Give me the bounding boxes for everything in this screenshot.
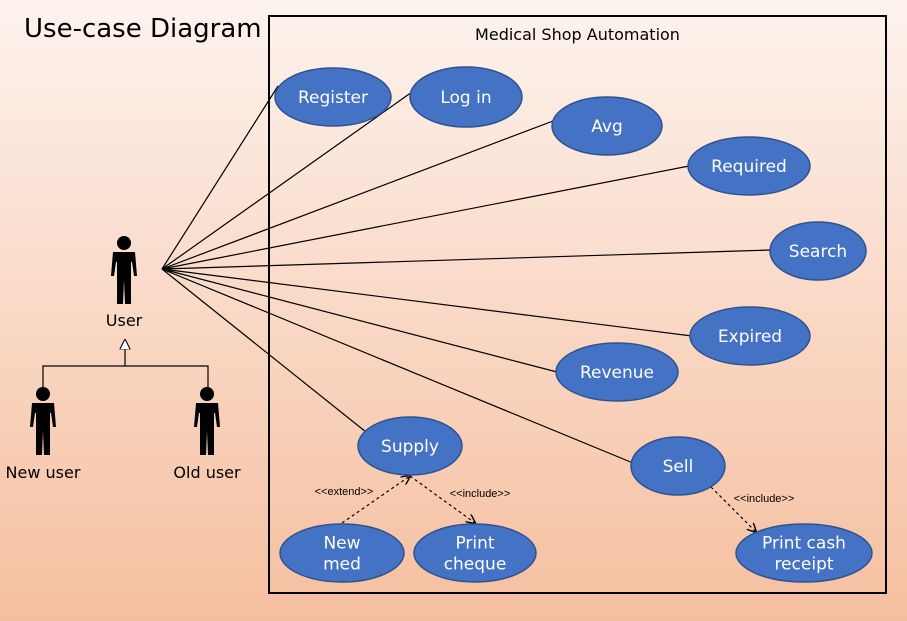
use-case-required[interactable]: Required	[687, 136, 811, 196]
use-case-label: Log in	[440, 88, 491, 108]
actor-figure-icon	[194, 387, 220, 455]
actor-user: User	[106, 236, 143, 330]
use-case-label: Search	[789, 242, 847, 262]
use-case-register[interactable]: Register	[274, 67, 392, 127]
actor-label: User	[106, 311, 143, 330]
use-case-label: Required	[711, 157, 787, 177]
system-boundary: Medical Shop Automation	[268, 15, 887, 594]
use-case-label: Print	[455, 534, 494, 554]
use-case-sell[interactable]: Sell	[630, 436, 726, 496]
system-title: Medical Shop Automation	[475, 25, 680, 44]
actor-new-user: New user	[6, 387, 81, 482]
use-case-label: Print cash	[762, 534, 846, 554]
actor-old-user: Old user	[173, 387, 241, 482]
association-user-sell	[161, 268, 634, 464]
association-user-expired	[161, 268, 693, 337]
use-case-supply[interactable]: Supply	[357, 416, 463, 476]
generalization-tree	[42, 340, 209, 388]
actor-figure-icon	[111, 236, 137, 304]
association-user-login	[161, 91, 413, 270]
relation-sell-to-print-cash-receipt: <<include>>	[710, 486, 795, 532]
relation-label: <<extend>>	[315, 486, 374, 498]
actor-label: New user	[6, 463, 81, 482]
use-case-label: Revenue	[580, 363, 654, 383]
use-case-label: cheque	[444, 555, 507, 575]
use-case-label: receipt	[774, 555, 833, 575]
association-user-supply	[161, 268, 367, 433]
association-user-register	[161, 85, 279, 270]
association-user-search	[161, 249, 772, 270]
association-user-avg	[161, 120, 554, 270]
page-title: Use-case Diagram	[24, 14, 262, 44]
use-case-label: Supply	[381, 437, 439, 457]
relation-new-med-to-supply: <<extend>>	[315, 476, 410, 524]
use-case-label: Avg	[591, 117, 623, 137]
use-case-label: Register	[298, 88, 368, 108]
relation-label: <<include>>	[734, 493, 795, 505]
relation-label: <<include>>	[450, 488, 511, 500]
association-user-required	[161, 165, 690, 270]
use-case-login[interactable]: Log in	[409, 66, 523, 128]
use-case-label: Sell	[663, 457, 694, 477]
use-case-avg[interactable]: Avg	[551, 96, 663, 156]
relation-supply-to-print-cheque: <<include>>	[409, 475, 511, 523]
actor-label: Old user	[173, 463, 241, 482]
use-case-expired[interactable]: Expired	[689, 306, 811, 366]
use-case-label: med	[323, 555, 361, 575]
use-case-revenue[interactable]: Revenue	[555, 342, 679, 402]
actor-figure-icon	[30, 387, 56, 455]
use-case-search[interactable]: Search	[769, 221, 867, 281]
use-case-label: New	[323, 534, 360, 554]
use-case-label: Expired	[718, 327, 782, 347]
association-user-revenue	[161, 268, 558, 373]
